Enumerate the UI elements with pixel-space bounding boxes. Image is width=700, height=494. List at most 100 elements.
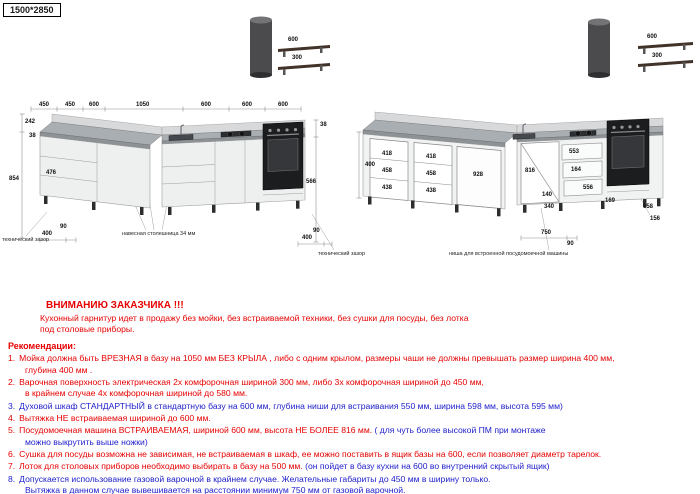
- oven-icon: [262, 121, 304, 196]
- dimension-label: 600: [647, 34, 658, 40]
- dimension-label: 38: [320, 122, 327, 128]
- dimension-label: 169: [605, 198, 616, 204]
- dimension-label: 600: [89, 102, 100, 108]
- dishwasher-niche: [520, 141, 560, 205]
- recommendation-item: 7.Лоток для столовых приборов необходимо…: [8, 461, 696, 472]
- dimension-label: 553: [569, 149, 580, 155]
- dimension-label: 750: [541, 230, 552, 236]
- dimension-label: 300: [292, 55, 303, 61]
- kitchen-elevation-closed: [19, 16, 335, 251]
- recommendation-text: в крайнем случае 4х комфорочная шириной …: [25, 388, 248, 399]
- dimension-label: 566: [306, 179, 317, 185]
- sink-icon: [168, 124, 194, 141]
- recommendation-item: 6.Сушка для посуды возможна не зависимая…: [8, 449, 696, 460]
- recommendation-text: ( для чуть более высокой ПМ при монтаже: [372, 425, 546, 436]
- dimension-label: 928: [473, 172, 484, 178]
- recommendation-text: Сушка для посуды возможна не зависимая, …: [19, 449, 602, 460]
- cooktop-icon: [220, 130, 252, 138]
- recommendations-title: Рекомендации:: [8, 341, 76, 352]
- dimension-label: 400: [365, 162, 376, 168]
- dimension-label: 600: [201, 102, 212, 108]
- cooker-hood-icon: [250, 16, 272, 78]
- recommendation-text: Вытяжка НЕ встраиваемая шириной до 600 м…: [19, 413, 211, 424]
- recommendation-item: 8.Допускается использование газовой варо…: [8, 474, 696, 494]
- recommendation-number: 8.: [8, 473, 16, 484]
- recommendation-number: 4.: [8, 413, 16, 424]
- drawing-caption: технический зазор: [318, 251, 366, 257]
- recommendation-item: 5.Посудомоечная машина ВСТРАИВАЕМАЯ, шир…: [8, 425, 696, 448]
- dimension-label: 38: [29, 133, 36, 139]
- dimension-lines: [356, 131, 578, 241]
- recommendation-item: 1.Мойка должна быть ВРЕЗНАЯ в базу на 10…: [8, 353, 696, 376]
- recommendation-text: глубина 400 мм .: [25, 364, 93, 375]
- recommendation-text: Духовой шкаф СТАНДАРТНЫЙ в стандартную б…: [19, 400, 563, 411]
- dimension-label: 156: [650, 216, 661, 222]
- warning-intro: Кухонный гарнитур идет в продажу без мой…: [40, 313, 469, 335]
- dimension-lines: [19, 106, 333, 247]
- dimension-label: 450: [65, 102, 76, 108]
- recommendation-number: 2.: [8, 377, 16, 388]
- cooktop-icon: [569, 130, 597, 137]
- wall-shelves-icon: [638, 42, 693, 72]
- dimension-label: 438: [426, 188, 437, 194]
- dimension-label: 400: [42, 231, 53, 237]
- recommendation-item: 4.Вытяжка НЕ встраиваемая шириной до 600…: [8, 413, 696, 424]
- cabinet-legs: [44, 196, 300, 215]
- sink-icon: [512, 123, 536, 140]
- dimension-label: 600: [278, 102, 289, 108]
- dimension-label: 476: [46, 170, 57, 176]
- dimension-label: 300: [652, 53, 663, 59]
- dimension-label: 164: [571, 167, 582, 173]
- dimension-label: 418: [382, 151, 393, 157]
- recommendation-text: Допускается использование газовой варочн…: [19, 473, 491, 484]
- overall-size-label: 1500*2850: [3, 3, 61, 17]
- recommendation-number: 3.: [8, 400, 16, 411]
- warning-title: ВНИМАНИЮ ЗАКАЗЧИКА !!!: [46, 300, 184, 311]
- open-drawers: [561, 142, 603, 197]
- dimension-label: 418: [426, 154, 437, 160]
- wall-shelves-icon: [278, 45, 330, 75]
- recommendation-text: Варочная поверхность электрическая 2х ко…: [19, 377, 484, 388]
- recommendation-number: 5.: [8, 425, 16, 436]
- dimension-label: 90: [60, 224, 67, 230]
- oven-icon: [606, 118, 650, 193]
- recommendation-text: Мойка должна быть ВРЕЗНАЯ в базу на 1050…: [19, 353, 615, 364]
- recommendation-text: Посудомоечная машина ВСТРАИВАЕМАЯ, ширин…: [19, 425, 373, 436]
- notes-section: ВНИМАНИЮ ЗАКАЗЧИКА !!! Кухонный гарнитур…: [8, 300, 696, 494]
- recommendation-item: 3.Духовой шкаф СТАНДАРТНЫЙ в стандартную…: [8, 401, 696, 412]
- dimension-label: 1050: [136, 102, 150, 108]
- dimension-label: 158: [643, 204, 654, 210]
- dimension-label: 458: [382, 168, 393, 174]
- dimension-label: 458: [426, 171, 437, 177]
- dimension-label: 140: [542, 192, 553, 198]
- recommendation-item: 2.Варочная поверхность электрическая 2х …: [8, 377, 696, 400]
- recommendation-text: Вытяжка в данном случае вывешивается на …: [25, 485, 406, 494]
- dimension-label: 600: [242, 102, 253, 108]
- dimension-label: 450: [39, 102, 50, 108]
- cooker-hood-icon: [588, 18, 610, 78]
- recommendation-number: 1.: [8, 353, 16, 364]
- dimension-label: 400: [302, 235, 313, 241]
- dimension-label: 340: [544, 204, 555, 210]
- recommendation-text: можно выкрутить выше ножки): [25, 436, 148, 447]
- recommendation-number: 7.: [8, 461, 16, 472]
- dimension-label: 90: [313, 228, 320, 234]
- recommendation-text: (он пойдет в базу кухни на 600 во внутре…: [302, 461, 550, 472]
- dimension-label: 556: [583, 185, 594, 191]
- dimension-label: 854: [9, 176, 20, 182]
- drawing-caption: технический зазор: [2, 237, 50, 243]
- dimension-label: 90: [567, 241, 574, 247]
- dimension-label: 816: [525, 168, 536, 174]
- recommendation-text: Лоток для столовых приборов необходимо в…: [19, 461, 303, 472]
- kitchen-elevation-open: [356, 18, 693, 251]
- cabinet-legs: [368, 196, 661, 217]
- recommendations-list: 1.Мойка должна быть ВРЕЗНАЯ в базу на 10…: [8, 353, 696, 494]
- dimension-label: 600: [288, 37, 299, 43]
- open-cabinet-boxes: [369, 138, 502, 209]
- recommendation-number: 6.: [8, 449, 16, 460]
- drawing-caption: ниша для встроенной посудомоечной машины: [449, 251, 569, 257]
- drawing-caption: навесная столешница 34 мм: [122, 231, 196, 237]
